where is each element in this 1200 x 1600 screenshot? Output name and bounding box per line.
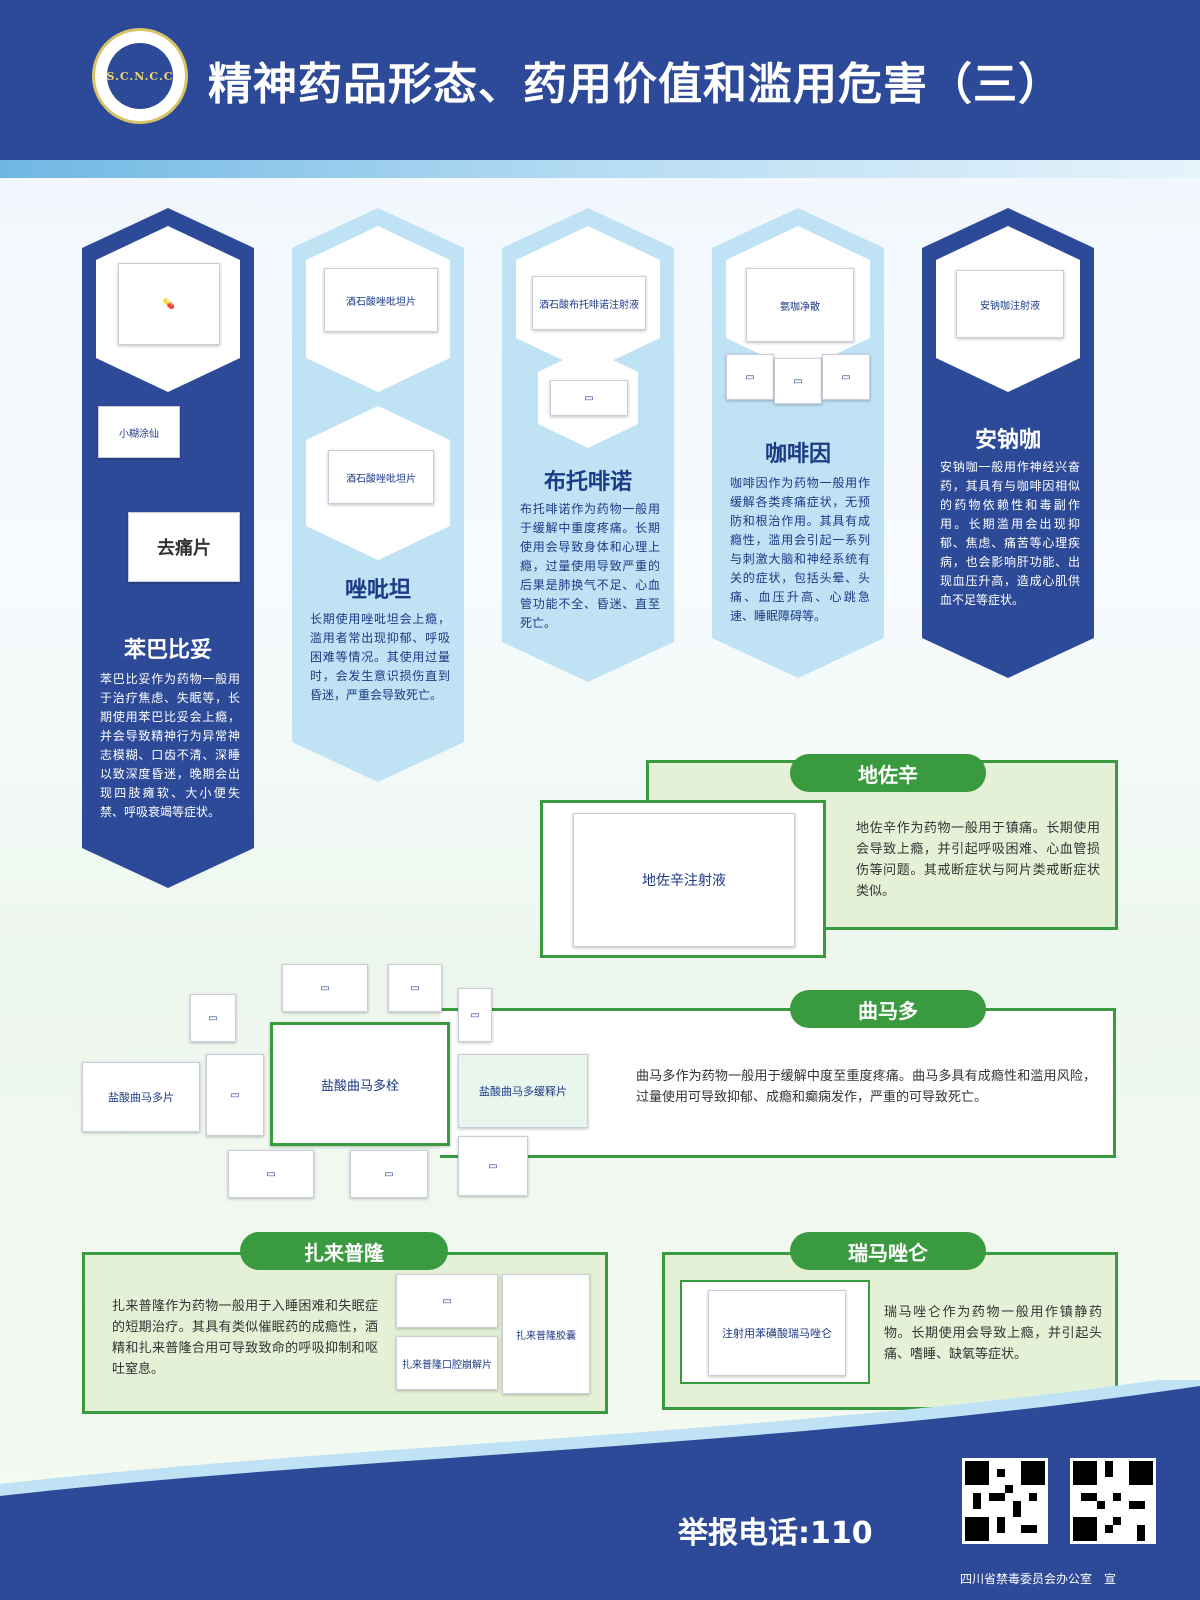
product-image: 酒石酸布托啡诺注射液 bbox=[532, 276, 646, 330]
page-header: S.C.N.C.C 精神药品形态、药用价值和滥用危害（三） bbox=[0, 0, 1200, 160]
drug-description: 咖啡因作为药物一般用作缓解各类疼痛症状，无预防和根治作用。其具有成瘾性，滥用会引… bbox=[730, 476, 870, 623]
product-image: 注射用苯磺酸瑞马唑仑 bbox=[708, 1290, 846, 1376]
product-image: 盐酸曲马多栓 bbox=[270, 1022, 450, 1146]
drug-description: 长期使用唑吡坦会上瘾，滥用者常出现抑郁、呼吸困难等情况。其使用过量时，会发生意识… bbox=[310, 612, 450, 702]
hex-caffeine: 氨咖净散 ▭ ▭ ▭ 咖啡因 咖啡因作为药物一般用作缓解各类疼痛症状，无预防和根… bbox=[712, 208, 884, 678]
tramadol-description: 曲马多作为药物一般用于缓解中度至重度疼痛。曲马多具有成瘾性和滥用风险，过量使用可… bbox=[636, 1069, 1096, 1105]
product-image: ▭ bbox=[550, 380, 628, 416]
product-image: 去痛片 bbox=[128, 512, 240, 582]
commission-logo: S.C.N.C.C bbox=[92, 28, 188, 124]
qr-code-icon bbox=[965, 1461, 1045, 1541]
dezocine-description: 地佐辛作为药物一般用于镇痛。长期使用会导致上瘾，并引起呼吸困难、心血管损伤等问题… bbox=[856, 821, 1100, 899]
drug-description: 安钠咖一般用作神经兴奋药，其具有与咖啡因相似的药物依赖性和毒副作用。长期滥用会出… bbox=[940, 460, 1080, 607]
footer-wave bbox=[0, 1380, 1200, 1600]
product-image: ▭ bbox=[228, 1150, 314, 1198]
drug-name: 安钠咖 bbox=[974, 428, 1041, 453]
product-image: 盐酸曲马多缓释片 bbox=[458, 1054, 588, 1128]
product-image: ▭ bbox=[282, 964, 368, 1012]
drug-name: 咖啡因 bbox=[764, 442, 831, 467]
product-image: ▭ bbox=[396, 1274, 498, 1328]
zaleplon-description: 扎来普隆作为药物一般用于入睡困难和失眠症的短期治疗。其具有类似催眠药的成瘾性，酒… bbox=[112, 1299, 378, 1377]
qr-code[interactable] bbox=[962, 1458, 1048, 1544]
qr-code[interactable] bbox=[1070, 1458, 1156, 1544]
page-title: 精神药品形态、药用价值和滥用危害（三） bbox=[208, 59, 1063, 110]
hex-phenobarbital: 💊 小糊涂仙 去痛片 苯巴比妥 苯巴比妥作为药物一般用于治疗焦虑、失眠等，长期使… bbox=[82, 208, 254, 888]
product-image: 酒石酸唑吡坦片 bbox=[324, 268, 438, 332]
qr-code-icon bbox=[1073, 1461, 1153, 1541]
drug-name: 布托啡诺 bbox=[543, 470, 632, 495]
product-image: ▭ bbox=[206, 1054, 264, 1136]
product-image: ▭ bbox=[458, 1136, 528, 1196]
product-image: 💊 bbox=[118, 263, 220, 345]
hex-butorphanol: 酒石酸布托啡诺注射液 ▭ 布托啡诺 布托啡诺作为药物一般用于缓解中重度疼痛。长期… bbox=[502, 208, 674, 682]
product-image: 盐酸曲马多片 bbox=[82, 1062, 200, 1132]
product-image: 酒石酸唑吡坦片 bbox=[328, 450, 434, 504]
dezocine-photo: 地佐辛注射液 bbox=[540, 800, 826, 958]
remimazolam-photo: 注射用苯磺酸瑞马唑仑 bbox=[680, 1280, 870, 1384]
remimazolam-title: 瑞马唑仑 bbox=[790, 1232, 986, 1270]
drug-description: 布托啡诺作为药物一般用于缓解中重度疼痛。长期使用会导致身体和心理上瘾，过量使用导… bbox=[520, 502, 660, 630]
issuing-organization: 四川省禁毒委员会办公室 宣 bbox=[960, 1572, 1117, 1586]
product-image: ▭ bbox=[350, 1150, 428, 1198]
drug-description: 苯巴比妥作为药物一般用于治疗焦虑、失眠等，长期使用苯巴比妥会上瘾，并会导致精神行… bbox=[100, 672, 240, 819]
product-image: ▭ bbox=[388, 964, 442, 1012]
product-image: 氨咖净散 bbox=[746, 268, 854, 342]
drug-name: 苯巴比妥 bbox=[123, 638, 212, 663]
dezocine-title: 地佐辛 bbox=[790, 754, 986, 792]
product-image: ▭ bbox=[726, 354, 774, 400]
zaleplon-title: 扎来普隆 bbox=[240, 1232, 448, 1270]
hex-zolpidem: 酒石酸唑吡坦片 酒石酸唑吡坦片 唑吡坦 长期使用唑吡坦会上瘾，滥用者常出现抑郁、… bbox=[292, 208, 464, 782]
drug-name: 唑吡坦 bbox=[344, 578, 411, 603]
report-hotline: 举报电话:110 bbox=[678, 1516, 873, 1551]
product-image: 安钠咖注射液 bbox=[956, 270, 1064, 338]
hex-caffeine-sodium-benzoate: 安钠咖注射液 安钠咖 安钠咖一般用作神经兴奋药，其具有与咖啡因相似的药物依赖性和… bbox=[922, 208, 1094, 678]
product-image: ▭ bbox=[458, 988, 492, 1042]
product-image: 小糊涂仙 bbox=[98, 406, 180, 458]
product-image: 地佐辛注射液 bbox=[573, 813, 795, 947]
remimazolam-description: 瑞马唑仑作为药物一般用作镇静药物。长期使用会导致上瘾，并引起头痛、嗜睡、缺氧等症… bbox=[884, 1305, 1102, 1362]
product-image: 扎来普隆口腔崩解片 bbox=[396, 1336, 498, 1390]
logo-text: S.C.N.C.C bbox=[106, 43, 173, 109]
product-image: ▭ bbox=[190, 994, 236, 1042]
product-image: ▭ bbox=[822, 354, 870, 400]
product-image: 扎来普隆胶囊 bbox=[502, 1274, 590, 1394]
product-image: ▭ bbox=[774, 358, 822, 404]
header-accent-band bbox=[0, 160, 1200, 178]
tramadol-title: 曲马多 bbox=[790, 990, 986, 1028]
